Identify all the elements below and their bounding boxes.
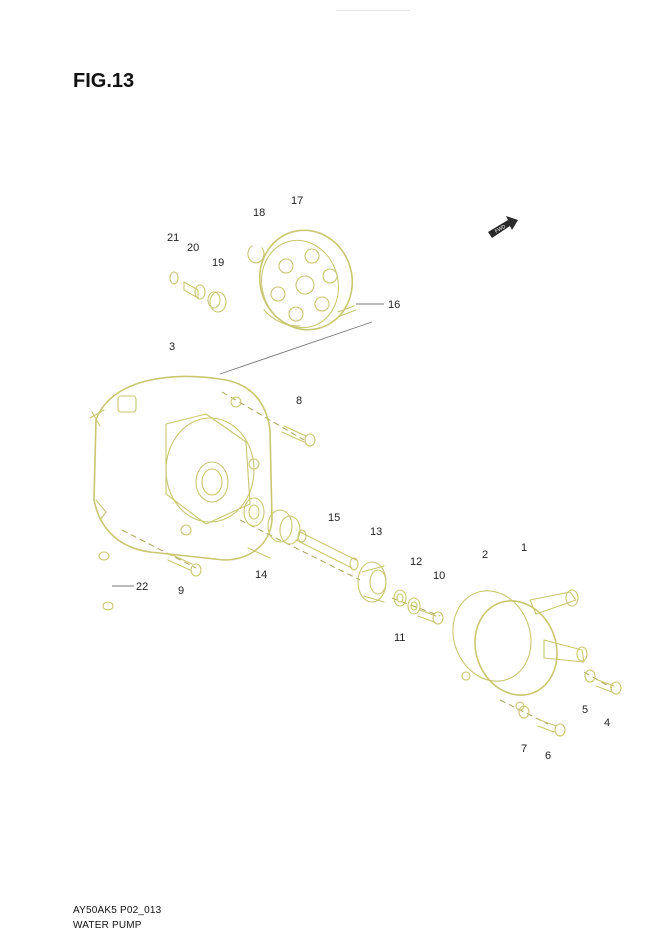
callout-10: 10: [433, 570, 445, 582]
bearing-part: [243, 497, 301, 559]
mechanical-seal-part: [357, 561, 387, 603]
diagram-code: AY50AK5 P02_013: [73, 905, 162, 916]
callout-22: 22: [136, 581, 148, 593]
pin-part: [337, 305, 357, 317]
callout-4: 4: [604, 717, 610, 729]
bolt-9-part: [167, 553, 202, 577]
callout-7: 7: [521, 743, 527, 755]
gasket-part: [452, 590, 532, 682]
callout-21: 21: [167, 232, 179, 244]
callout-18: 18: [253, 207, 265, 219]
fwd-arrow-icon: FWD: [488, 216, 518, 238]
washer-22-parts: [98, 551, 134, 611]
callout-2: 2: [482, 549, 488, 561]
bolt-6-part: [518, 705, 566, 737]
callout-16: 16: [388, 299, 400, 311]
callout-8: 8: [296, 395, 302, 407]
shaft-part: [295, 529, 359, 571]
bolt-8-part: [281, 425, 316, 447]
callout-5: 5: [582, 704, 588, 716]
circlip-part: [247, 245, 265, 264]
callout-1: 1: [521, 542, 527, 554]
bolt-11-part: [417, 609, 444, 625]
callout-15: 15: [328, 512, 340, 524]
pump-cover-part: [461, 589, 588, 711]
callout-17: 17: [291, 195, 303, 207]
bolt-4-part: [584, 669, 622, 695]
washer-12-part: [393, 589, 407, 607]
callout-3: 3: [169, 341, 175, 353]
impeller-part: [258, 229, 354, 331]
housing-leader-line: [219, 321, 373, 375]
callout-14: 14: [255, 569, 267, 581]
fwd-label: FWD: [494, 224, 507, 235]
seal-washer-group: [169, 271, 227, 313]
pump-housing-part: [89, 375, 273, 561]
callout-19: 19: [212, 257, 224, 269]
callout-11: 11: [394, 632, 405, 644]
callout-9: 9: [178, 585, 184, 597]
callout-6: 6: [545, 750, 551, 762]
callout-12: 12: [410, 556, 422, 568]
callout-20: 20: [187, 242, 199, 254]
top-rule: [336, 10, 410, 11]
diagram-caption: WATER PUMP: [73, 920, 142, 931]
callout-13: 13: [370, 526, 382, 538]
washer-10-part: [407, 597, 421, 615]
figure-title: FIG.13: [73, 70, 135, 92]
